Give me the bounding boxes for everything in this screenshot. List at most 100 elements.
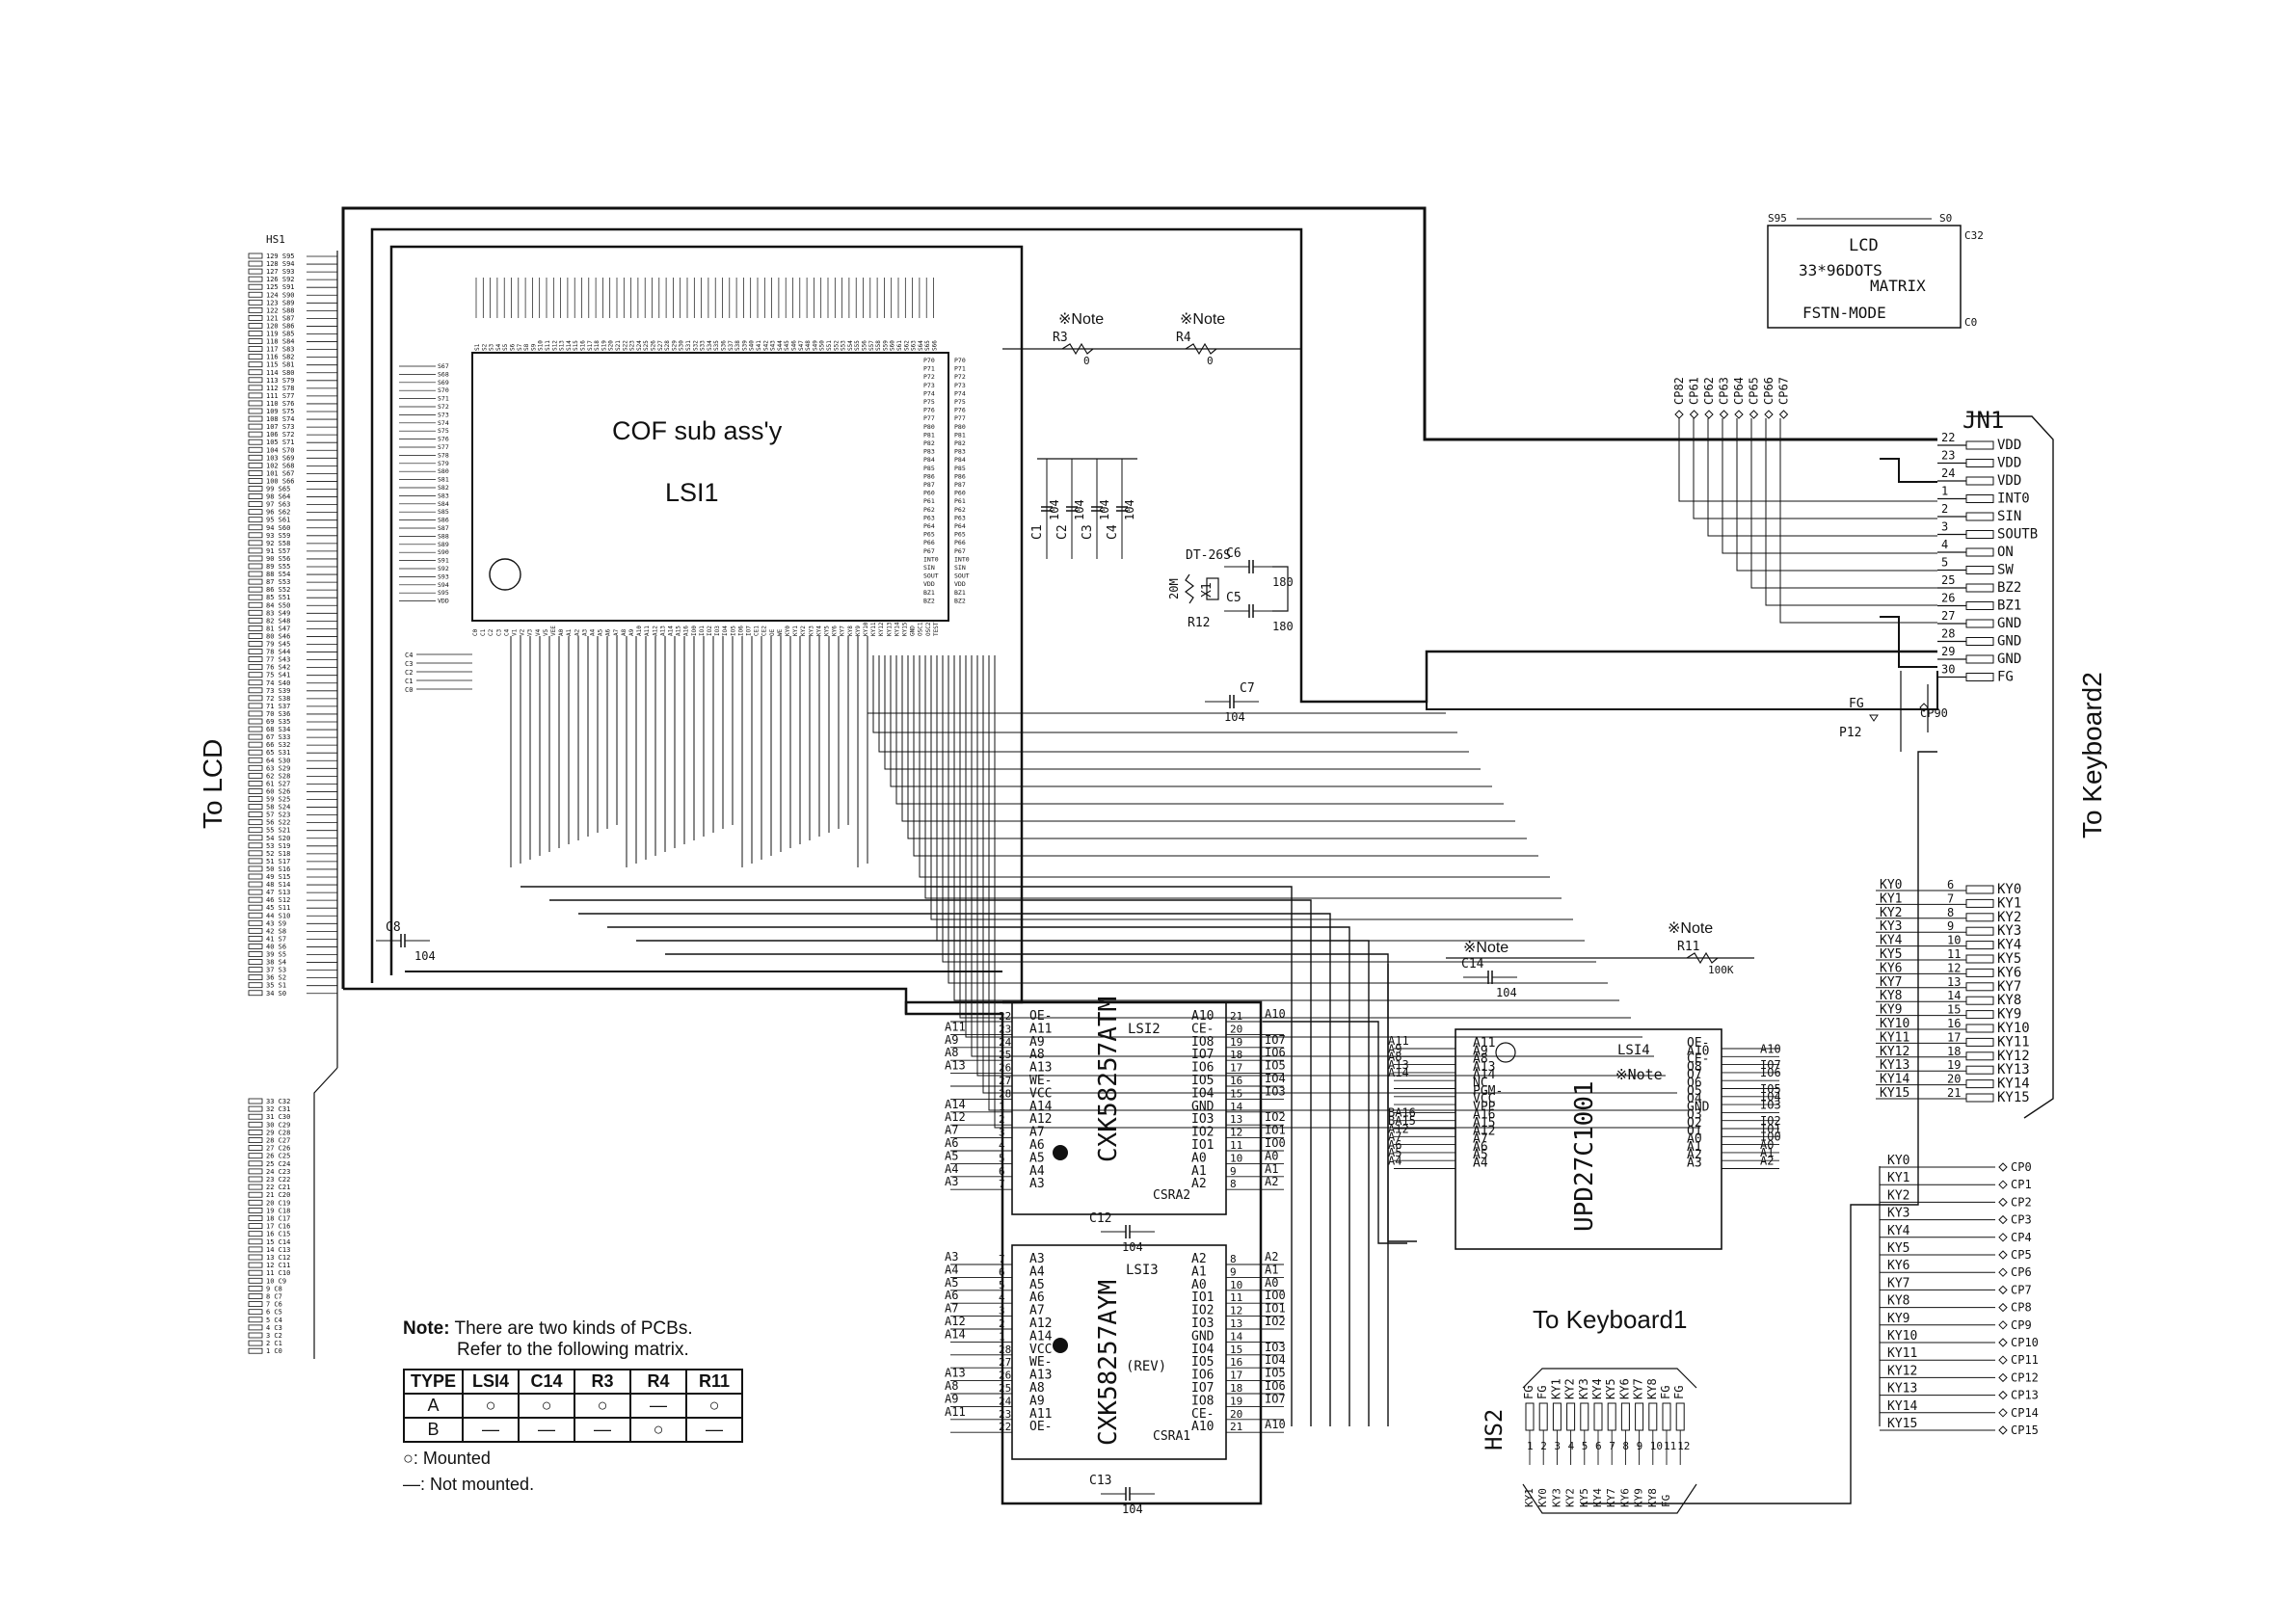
lsi1-right-pin-outer: P80 — [954, 423, 966, 431]
lsi1-bottom-pin: KY15 — [902, 622, 909, 636]
lsi1-top-pin: S28 — [664, 340, 671, 351]
g-lsi4-right-net: A10 — [1760, 1042, 1781, 1055]
wire-bus-horizontal — [665, 953, 1389, 1426]
lsi1-bottom-pin: KY7 — [840, 625, 846, 636]
g-lsi2-right-net: IO6 — [1265, 1046, 1286, 1059]
g-lsi3-left-pin: A5 — [1029, 1278, 1045, 1292]
lsi1-bottom-pin: KY4 — [815, 625, 822, 636]
lsi1-right-pin-outer: P70 — [954, 357, 966, 364]
g-lsi3-right-pin: A1 — [1191, 1264, 1207, 1279]
hs1-pin-pad — [248, 1286, 263, 1291]
hs1-pin-pad — [248, 904, 263, 911]
g-lsi4-right-net: A0 — [1760, 1138, 1774, 1152]
lsi1-right-pin-outer: P65 — [954, 531, 966, 539]
g-lsi2-left-net: A6 — [945, 1136, 958, 1150]
g-lsi4-right-net: IO6 — [1760, 1066, 1781, 1079]
hs1-pin-pad — [248, 1317, 263, 1323]
hs2-pin-name: KY8 — [1645, 1378, 1659, 1399]
cp-net: KY6 — [1887, 1259, 1909, 1273]
hs1-pin-label: 39 S5 — [266, 951, 286, 959]
ky-pin-name: KY13 — [1997, 1062, 2030, 1078]
g-lsi4-left-net: A8 — [1388, 1051, 1402, 1064]
ky-pin-num: 10 — [1947, 934, 1961, 947]
note-mark-r4: ※Note — [1180, 311, 1225, 328]
hs1-pin-pad — [248, 377, 263, 384]
lsi1-bottom-pin: V1 — [512, 628, 519, 636]
lsi1-body — [471, 352, 949, 622]
lsi1-right-pin: P75 — [923, 398, 935, 406]
g-lsi4-left-pin: NC — [1473, 1077, 1488, 1091]
c3-name: C3 — [1081, 524, 1095, 540]
ky-pin-pad — [1965, 941, 1994, 950]
g-lsi3-right-pin: IO8 — [1191, 1394, 1214, 1408]
lsi1-right-pin-outer: P85 — [954, 465, 966, 472]
lsi1-right-pin-outer: P61 — [954, 497, 966, 505]
jn1-pin-num: 27 — [1941, 609, 1955, 623]
r3-name: R3 — [1053, 331, 1068, 345]
lsi1-right-pin: P86 — [923, 472, 935, 480]
hs1-pin-pad — [248, 1153, 263, 1159]
g-lsi3-right-net: IO6 — [1265, 1379, 1286, 1393]
cp-label: CP5 — [2011, 1248, 2032, 1262]
hs1-pin-label: 41 S7 — [266, 935, 286, 943]
lsi1-top-pin: S24 — [636, 340, 643, 351]
hs1-pin-label: 74 S40 — [266, 679, 290, 687]
lsi1-bottom-pin: V5 — [543, 628, 549, 636]
g-lsi3-left-num: 24 — [999, 1395, 1012, 1407]
c14-value: 104 — [1496, 986, 1517, 999]
tp-diamond — [1734, 410, 1744, 419]
note-prefix: Note: — [403, 1318, 450, 1339]
jn1-pin-pad — [1965, 637, 1994, 646]
lsi1-right-pin-outer: P60 — [954, 490, 966, 497]
g-lsi2-left-pin: A13 — [1029, 1061, 1052, 1076]
hs1-pin-label: 48 S14 — [266, 881, 290, 889]
g-lsi4-left-pin: A5 — [1473, 1148, 1488, 1162]
wire-cp-line — [1736, 418, 1937, 572]
hs2-bottom-net: FG — [1660, 1495, 1672, 1507]
wire-kb1 — [1581, 751, 1937, 1504]
g-lsi2-left-pin: A11 — [1029, 1022, 1052, 1036]
g-lsi3-right-pin: A10 — [1191, 1420, 1214, 1434]
hs1-pin-label: 49 S15 — [266, 873, 290, 881]
lsi1-top-pin: S23 — [629, 340, 636, 351]
lsi1-left-pin: S67 — [438, 362, 449, 370]
ky-pin-name: KY6 — [1997, 965, 2021, 980]
hs2-bottom-net: KY0 — [1536, 1488, 1549, 1507]
cp-net: KY11 — [1887, 1346, 1917, 1361]
g-lsi3-right-net: IO4 — [1265, 1353, 1286, 1367]
lsi1-bottom-pin: VEE — [550, 625, 557, 636]
g-lsi3-rev: (REV) — [1126, 1359, 1166, 1374]
hs2-pin-pad — [1566, 1402, 1576, 1431]
jn1-outline — [1966, 415, 2054, 1119]
wire-cp-line — [1678, 418, 1937, 502]
r11-value: 100K — [1708, 964, 1734, 976]
hs1-pin-label: 15 C14 — [266, 1238, 290, 1246]
g-lsi2-right-num: 16 — [1230, 1075, 1242, 1087]
hs2-bottom-net: KY6 — [1618, 1488, 1631, 1507]
lsi1-bottom-pin: A3 — [581, 628, 588, 636]
g-lsi2-right-num: 20 — [1230, 1023, 1242, 1035]
g-lsi3-left-num: 23 — [999, 1408, 1011, 1421]
hs1-pin-pad — [248, 974, 263, 981]
g-lsi3-right-pin: IO5 — [1191, 1355, 1214, 1370]
hs1-pin-label: 47 S13 — [266, 889, 290, 896]
lsi1-left-pin: S80 — [438, 467, 449, 475]
lsi1-right-pin-outer: P82 — [954, 439, 966, 447]
cp-net: KY0 — [1887, 1154, 1909, 1168]
lsi1-right-pin-outer: P66 — [954, 539, 966, 546]
g-lsi4-right-net: IO3 — [1760, 1098, 1781, 1111]
hs2-outline-top — [1522, 1368, 1697, 1389]
hs1-pin-label: 121 S87 — [266, 314, 295, 322]
hs1-pin-pad — [248, 788, 263, 794]
g-lsi2-left-net: A13 — [945, 1059, 966, 1073]
jn1-pin-name: GND — [1997, 634, 2021, 650]
g-lsi4-right-pin: A10 — [1687, 1044, 1709, 1058]
lsi1-cap-pin: C2 — [405, 669, 413, 677]
ky-pin-name: KY2 — [1997, 910, 2021, 925]
legend-mounted: ○: Mounted — [403, 1449, 491, 1468]
lsi1-right-pin: P80 — [923, 423, 935, 431]
hs1-pin-label: 24 C23 — [266, 1168, 290, 1176]
hs1-pin-pad — [248, 733, 263, 740]
jn1-pin-num: 25 — [1941, 573, 1955, 587]
cp-diamond — [1998, 1390, 2008, 1400]
